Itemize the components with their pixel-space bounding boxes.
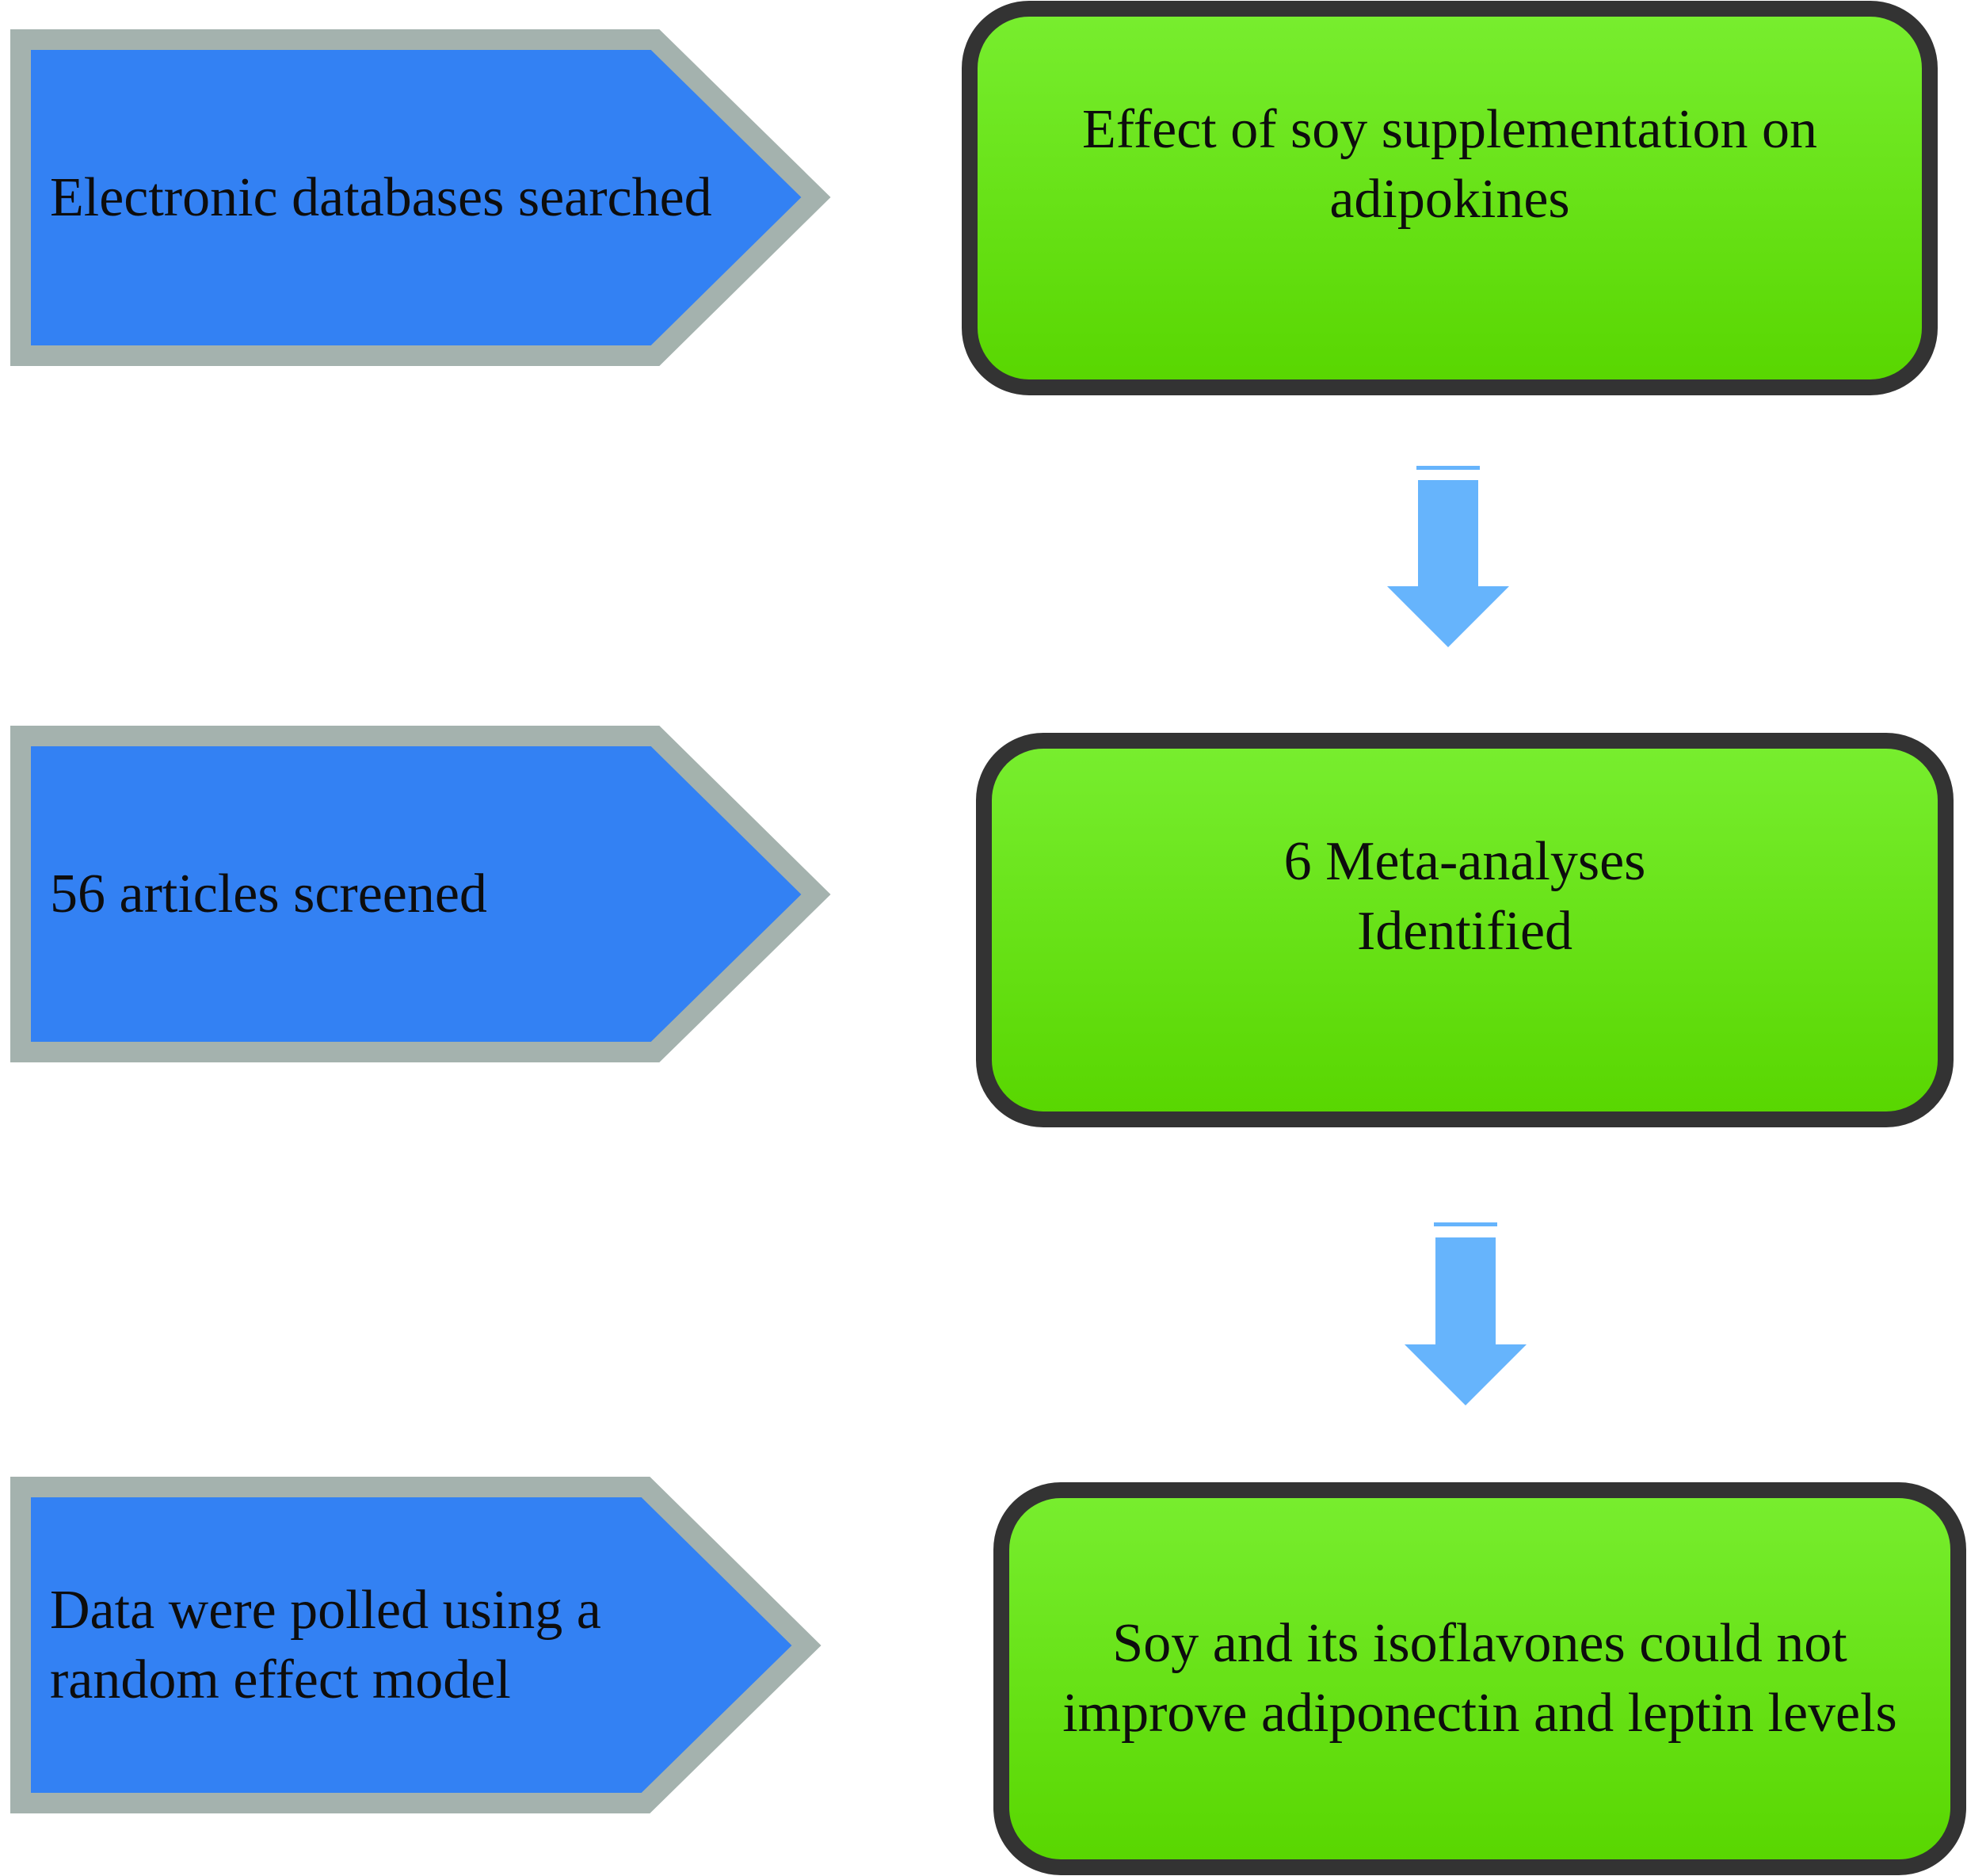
- down-arrow-1: [1387, 466, 1509, 647]
- step-text-line: Electronic databases searched: [50, 166, 712, 228]
- box-text-line: Effect of soy supplementation on: [1082, 99, 1817, 160]
- step-text-line: random effect model: [50, 1649, 511, 1710]
- step-shape-screened: [10, 726, 831, 1062]
- box-text-line: Identified: [1356, 901, 1573, 962]
- box-label-conclusion: Soy and its isoflavones could not improv…: [1009, 1498, 1950, 1859]
- box-text-line: adipokines: [1329, 169, 1570, 230]
- step-shape-databases: [10, 29, 831, 366]
- down-arrow-2: [1405, 1222, 1527, 1405]
- step-label-databases: Electronic databases searched: [50, 40, 779, 356]
- box-shape-meta-analyses: [976, 733, 1954, 1127]
- step-text-line: Data were polled using a: [50, 1579, 601, 1641]
- box-label-soy-effect: Effect of soy supplementation on adipoki…: [978, 14, 1922, 315]
- box-shape-soy-effect: [962, 1, 1938, 395]
- step-label-screened: 56 articles screened: [50, 736, 779, 1052]
- box-text-line: 6 Meta-analyses: [1283, 831, 1646, 892]
- box-text-line: improve adiponectin and leptin levels: [1062, 1683, 1897, 1744]
- step-text-line: 56 articles screened: [50, 863, 487, 925]
- step-label-random-effect: Data were polled using a random effect m…: [50, 1487, 779, 1803]
- step-shape-random-effect: [10, 1477, 821, 1813]
- box-shape-conclusion: [993, 1482, 1966, 1875]
- box-text-line: Soy and its isoflavones could not: [1112, 1613, 1847, 1674]
- box-label-meta-analyses: 6 Meta-analyses Identified: [992, 746, 1938, 1047]
